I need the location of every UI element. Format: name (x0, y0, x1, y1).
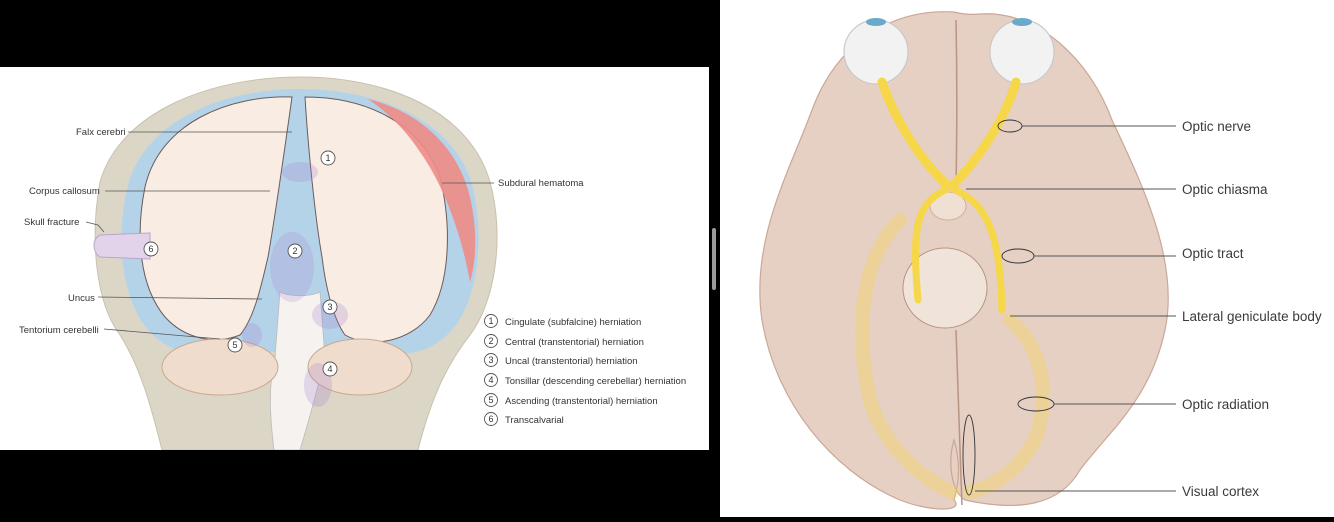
svg-text:6: 6 (148, 244, 153, 254)
marker-2: 2 (288, 244, 302, 258)
marker-5: 5 (228, 338, 242, 352)
svg-text:Uncal (transtentorial) herniat: Uncal (transtentorial) herniation (505, 356, 638, 367)
skull-fracture-bulge (94, 233, 150, 259)
left-iris (866, 18, 886, 26)
label-visual-cortex: Visual cortex (1182, 484, 1259, 499)
left-eyeball (844, 20, 908, 84)
svg-text:2: 2 (488, 336, 493, 346)
marker-4: 4 (323, 362, 337, 376)
legend-item-6: 6 Transcalvarial (485, 413, 564, 427)
right-eyeball (990, 20, 1054, 84)
label-optic-chiasma: Optic chiasma (1182, 182, 1268, 197)
svg-text:3: 3 (327, 302, 332, 312)
svg-text:1: 1 (488, 316, 493, 326)
marker-3: 3 (323, 300, 337, 314)
svg-text:Central (transtentorial) herni: Central (transtentorial) herniation (505, 337, 644, 348)
svg-text:5: 5 (488, 395, 493, 405)
svg-text:3: 3 (488, 355, 493, 365)
cerebellum-left (162, 339, 278, 395)
svg-text:Tonsillar (descending cerebell: Tonsillar (descending cerebellar) hernia… (505, 376, 686, 387)
legend-item-2: 2 Central (transtentorial) herniation (485, 335, 644, 349)
split-view-divider-handle[interactable] (712, 228, 716, 290)
svg-text:6: 6 (488, 414, 493, 424)
svg-text:4: 4 (327, 364, 332, 374)
svg-text:4: 4 (488, 375, 493, 385)
label-corpus-callosum: Corpus callosum (29, 186, 100, 197)
label-tentorium-cerebelli: Tentorium cerebelli (19, 325, 99, 336)
label-skull-fracture: Skull fracture (24, 217, 79, 228)
herniation-shade-2 (270, 232, 314, 302)
label-optic-radiation: Optic radiation (1182, 397, 1269, 412)
label-uncus: Uncus (68, 293, 95, 304)
herniation-shade-5 (242, 323, 262, 347)
herniation-diagram: Falx cerebri Corpus callosum Skull fract… (0, 67, 709, 450)
svg-text:2: 2 (292, 246, 297, 256)
marker-6: 6 (144, 242, 158, 256)
svg-text:1: 1 (325, 153, 330, 163)
marker-1: 1 (321, 151, 335, 165)
legend-item-4: 4 Tonsillar (descending cerebellar) herni… (485, 374, 687, 388)
herniation-shade-1 (282, 162, 318, 182)
svg-text:Ascending (transtentorial) her: Ascending (transtentorial) herniation (505, 396, 658, 407)
herniation-figure: Falx cerebri Corpus callosum Skull fract… (0, 67, 709, 450)
visual-pathway-diagram: Optic nerve Optic chiasma Optic tract La… (720, 0, 1334, 517)
svg-text:5: 5 (232, 340, 237, 350)
left-panel: Falx cerebri Corpus callosum Skull fract… (0, 0, 720, 517)
svg-text:Transcalvarial: Transcalvarial (505, 415, 564, 426)
legend-item-1: 1 Cingulate (subfalcine) herniation (485, 315, 642, 329)
label-lateral-geniculate-body: Lateral geniculate body (1182, 309, 1322, 324)
label-optic-tract: Optic tract (1182, 246, 1244, 261)
legend-item-5: 5 Ascending (transtentorial) herniation (485, 394, 658, 408)
label-falx-cerebri: Falx cerebri (76, 127, 126, 138)
right-iris (1012, 18, 1032, 26)
legend: 1 Cingulate (subfalcine) herniation 2 Cent… (485, 315, 687, 427)
legend-item-3: 3 Uncal (transtentorial) herniation (485, 354, 638, 368)
label-optic-nerve: Optic nerve (1182, 119, 1251, 134)
svg-text:Cingulate (subfalcine) herniat: Cingulate (subfalcine) herniation (505, 317, 641, 328)
label-subdural-hematoma: Subdural hematoma (498, 178, 584, 189)
right-panel: Optic nerve Optic chiasma Optic tract La… (720, 0, 1334, 517)
